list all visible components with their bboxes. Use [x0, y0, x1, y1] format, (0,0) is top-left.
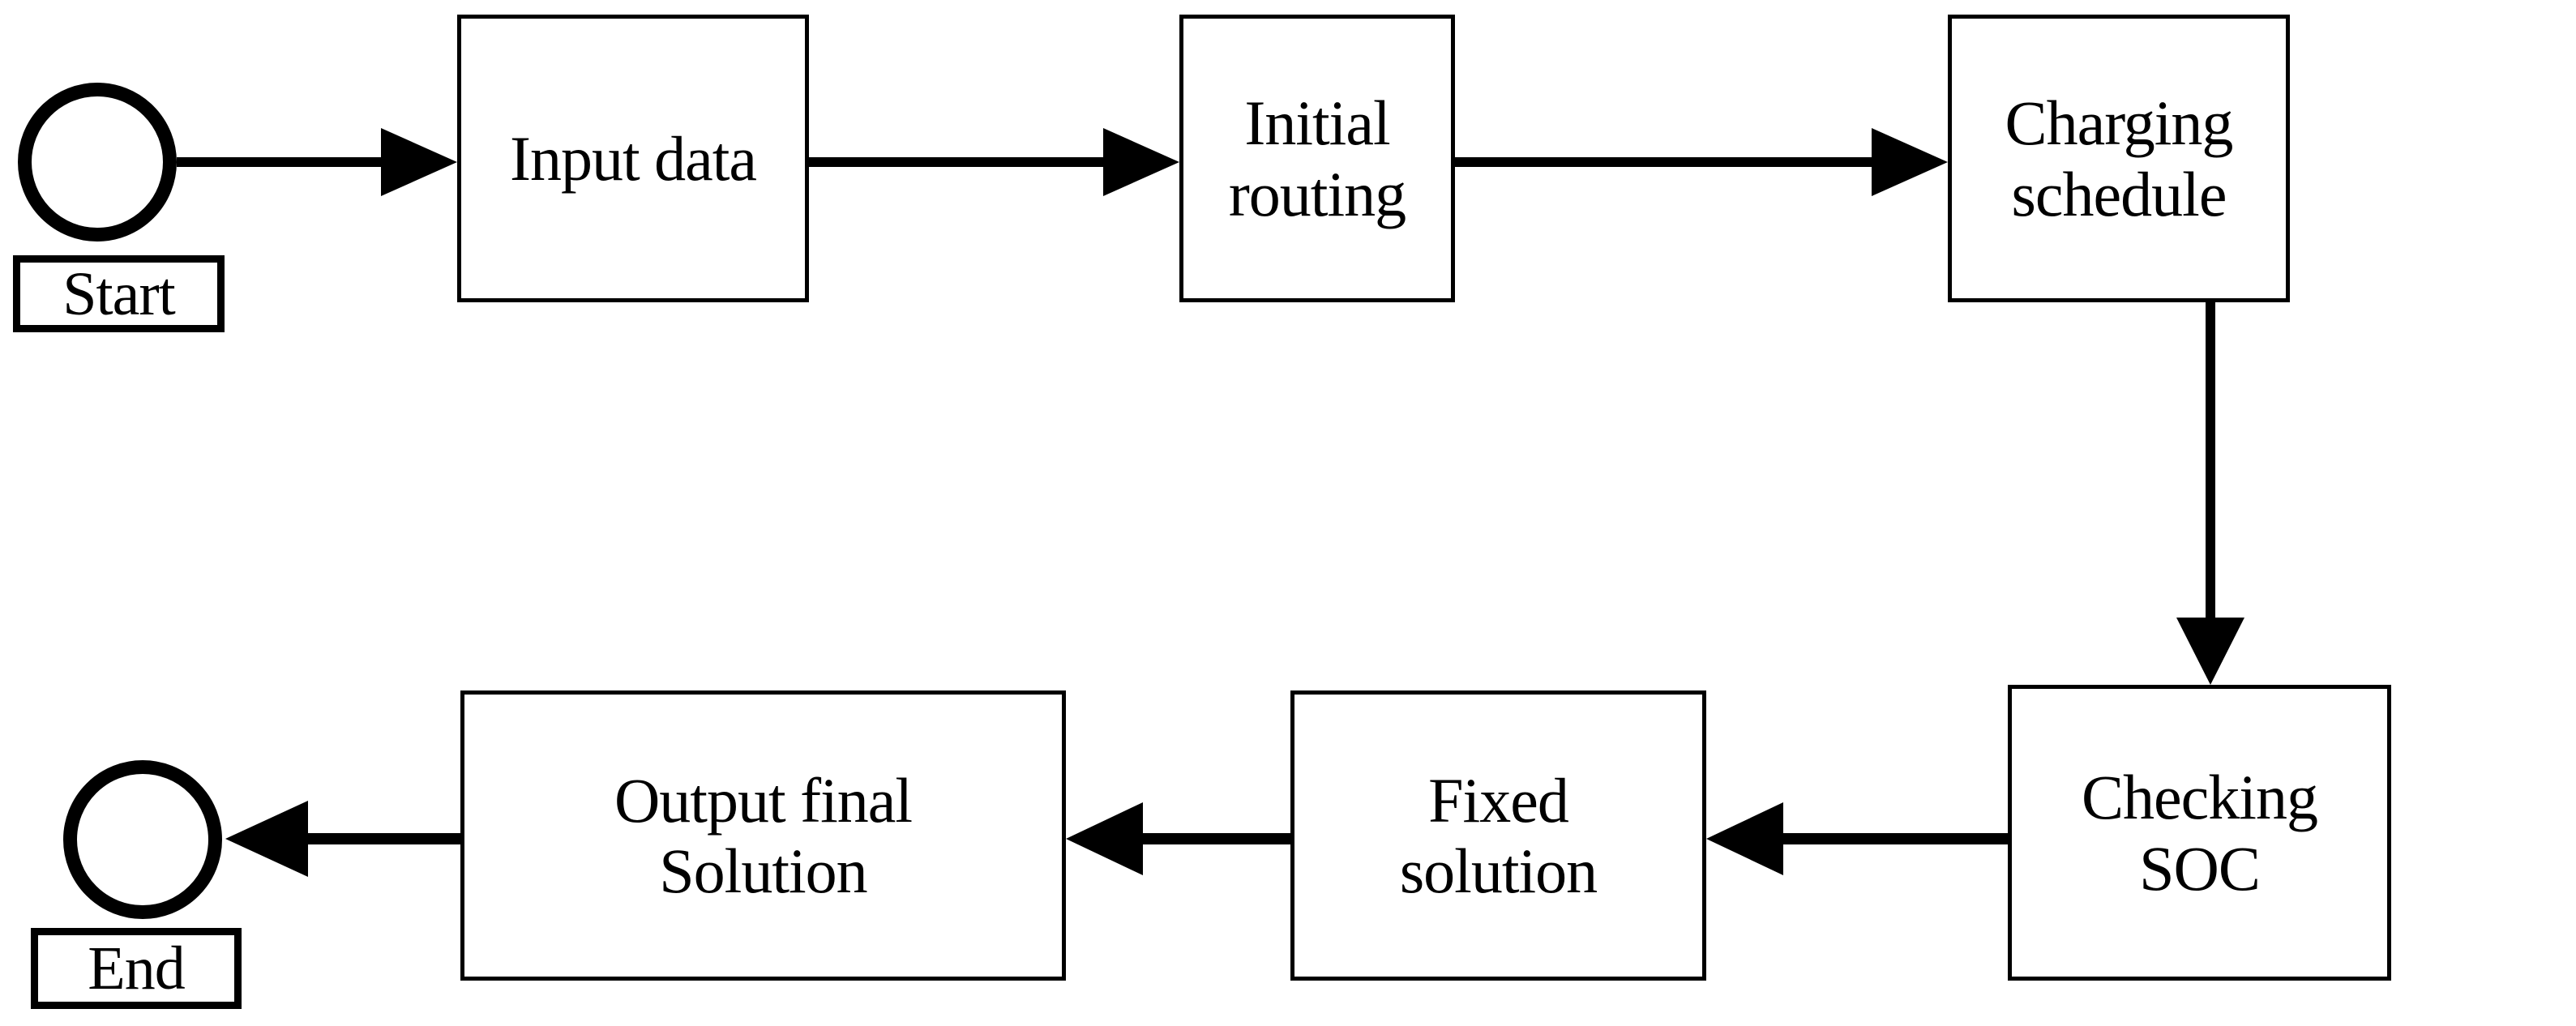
process-checking-soc-label: Checking SOC	[2082, 762, 2318, 904]
process-charging-schedule[interactable]: Charging schedule	[1948, 15, 2290, 302]
process-fixed-solution[interactable]: Fixed solution	[1290, 690, 1706, 981]
process-input-data-label: Input data	[509, 122, 757, 194]
start-node-label-box: Start	[13, 255, 225, 332]
edge-start-to-input-data	[177, 128, 457, 196]
edge-output-final-solution-to-end	[225, 801, 460, 877]
end-node-circle[interactable]	[63, 760, 222, 919]
edge-fixed-solution-to-output-final-solution	[1066, 802, 1290, 875]
edge-input-data-to-initial-routing	[809, 128, 1179, 196]
edge-initial-routing-to-charging-schedule	[1455, 128, 1948, 196]
start-node-circle[interactable]	[18, 83, 177, 242]
process-input-data[interactable]: Input data	[457, 15, 809, 302]
process-checking-soc[interactable]: Checking SOC	[2008, 685, 2391, 981]
end-node-label: End	[88, 934, 185, 1002]
process-initial-routing[interactable]: Initial routing	[1179, 15, 1455, 302]
process-initial-routing-label: Initial routing	[1228, 88, 1406, 229]
end-node-label-box: End	[31, 928, 242, 1009]
process-fixed-solution-label: Fixed solution	[1399, 764, 1598, 906]
edge-charging-schedule-to-checking-soc	[2176, 302, 2244, 685]
process-output-final-solution-label: Output final Solution	[614, 764, 913, 906]
process-output-final-solution[interactable]: Output final Solution	[460, 690, 1066, 981]
start-node-label: Start	[62, 259, 176, 328]
process-charging-schedule-label: Charging schedule	[2005, 88, 2234, 229]
edge-checking-soc-to-fixed-solution	[1706, 802, 2008, 875]
